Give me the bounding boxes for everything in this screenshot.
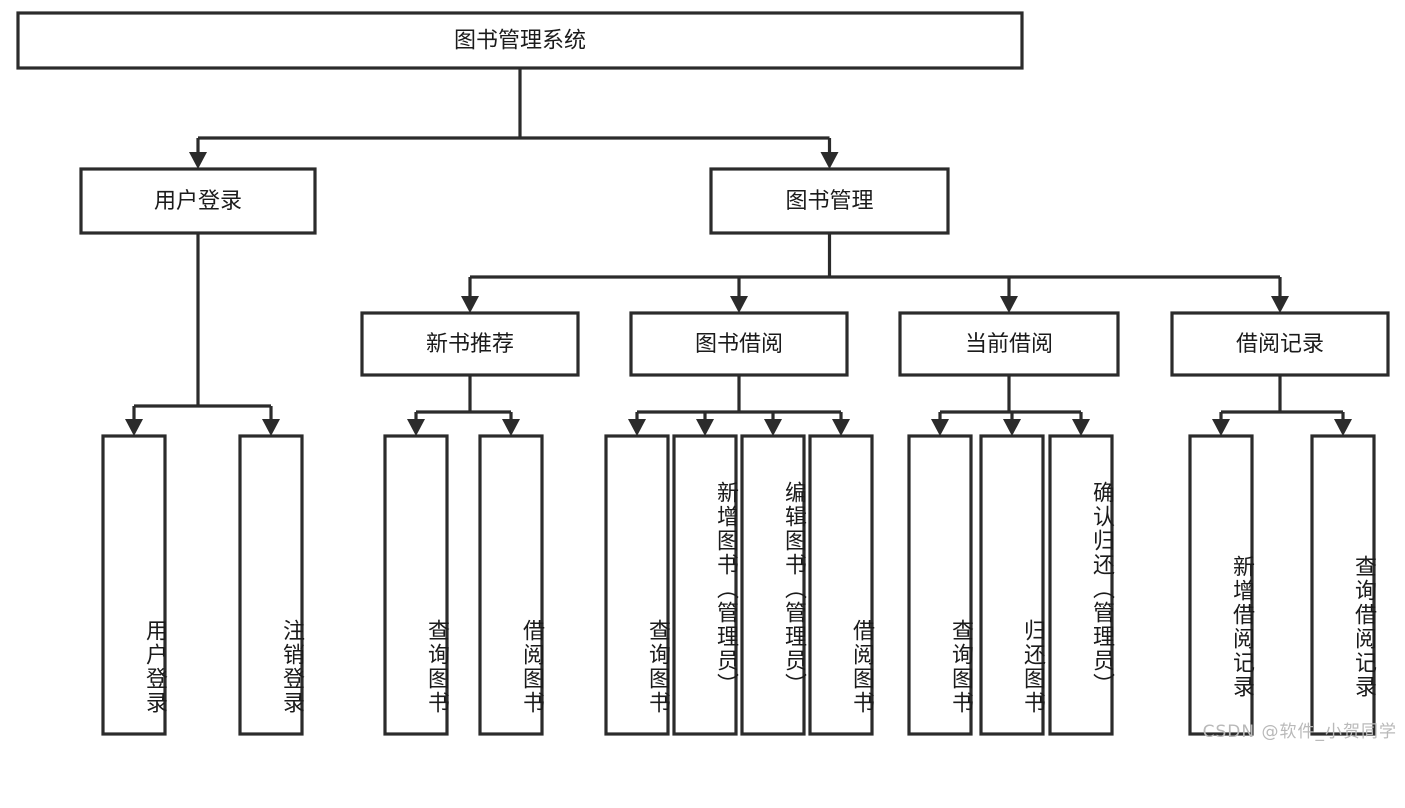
arrow-connector [1000, 277, 1018, 313]
node-leaf-4[interactable] [604, 434, 670, 736]
node-label: 用户登录 [154, 189, 242, 214]
node-leaf-9[interactable] [979, 434, 1045, 736]
node-leaf-10[interactable] [1048, 434, 1114, 736]
node-leaf-0[interactable] [101, 434, 167, 736]
node-label: 图书管理系统 [454, 29, 586, 54]
node-leaf-1[interactable] [238, 434, 304, 736]
node-leaf-8[interactable] [907, 434, 973, 736]
node-l3-图书借阅[interactable]: 图书借阅 [629, 311, 849, 377]
arrow-connector [1003, 412, 1021, 436]
arrow-connector [931, 412, 949, 436]
node-leaf-12[interactable] [1310, 434, 1376, 736]
node-root-图书管理系统[interactable]: 图书管理系统 [16, 11, 1024, 70]
arrow-connector [832, 412, 850, 436]
node-label: 当前借阅 [965, 332, 1053, 357]
node-leaf-7[interactable] [808, 434, 874, 736]
node-l2-图书管理[interactable]: 图书管理 [709, 167, 950, 235]
node-leaf-2[interactable] [383, 434, 449, 736]
node-leaf-6[interactable] [740, 434, 806, 736]
node-label: 图书管理 [785, 189, 873, 214]
arrow-connector [730, 277, 748, 313]
node-l3-新书推荐[interactable]: 新书推荐 [360, 311, 580, 377]
flowchart-canvas: 图书管理系统用户登录图书管理新书推荐图书借阅当前借阅借阅记录 用户登录注销登录查… [16, 11, 1397, 742]
arrow-connector [696, 412, 714, 436]
arrow-connector [1271, 277, 1289, 313]
node-l3-借阅记录[interactable]: 借阅记录 [1170, 311, 1390, 377]
node-l2-用户登录[interactable]: 用户登录 [79, 167, 317, 235]
watermark-text: CSDN @软件_小贺同学 [1202, 722, 1397, 742]
arrow-connector [1072, 412, 1090, 436]
node-leaf-11[interactable] [1188, 434, 1254, 736]
arrow-connector [820, 138, 839, 169]
node-leaf-3[interactable] [478, 434, 544, 736]
node-label: 图书借阅 [695, 332, 783, 357]
arrow-connector [125, 406, 143, 436]
connector-layer [125, 68, 1352, 436]
arrow-connector [764, 412, 782, 436]
node-l3-当前借阅[interactable]: 当前借阅 [898, 311, 1120, 377]
node-label: 新书推荐 [426, 332, 514, 357]
arrow-connector [628, 412, 646, 436]
arrow-connector [1212, 412, 1230, 436]
arrow-connector [502, 412, 520, 436]
node-label: 借阅记录 [1236, 332, 1324, 357]
arrow-connector [189, 138, 207, 169]
arrow-connector [407, 412, 425, 436]
arrow-connector [262, 406, 280, 436]
node-leaf-5[interactable] [672, 434, 738, 736]
arrow-connector [461, 277, 479, 313]
arrow-connector [1334, 412, 1352, 436]
